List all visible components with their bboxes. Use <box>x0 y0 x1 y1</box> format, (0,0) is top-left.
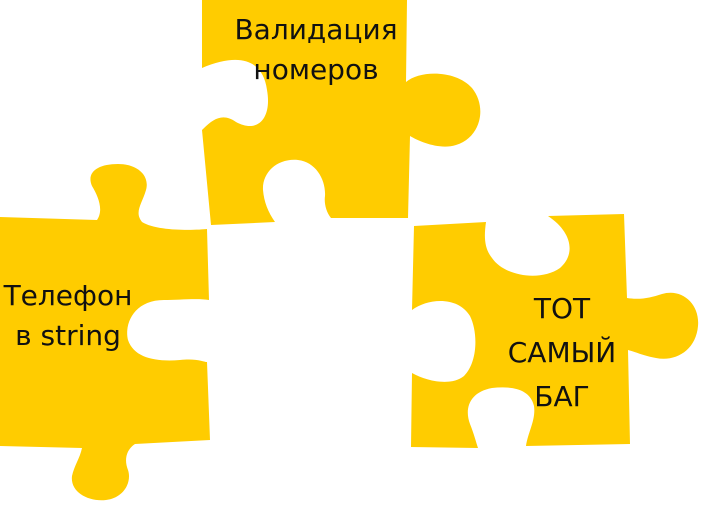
piece-label-validation: Валидация номеров <box>234 13 398 86</box>
puzzle-piece-bug <box>411 214 699 448</box>
piece-label-bug: ТОТ САМЫЙ БАГ <box>507 292 617 413</box>
puzzle-piece-phone <box>0 164 210 501</box>
puzzle-piece-validation <box>202 0 481 225</box>
piece-label-phone: Телефон в string <box>3 279 133 352</box>
